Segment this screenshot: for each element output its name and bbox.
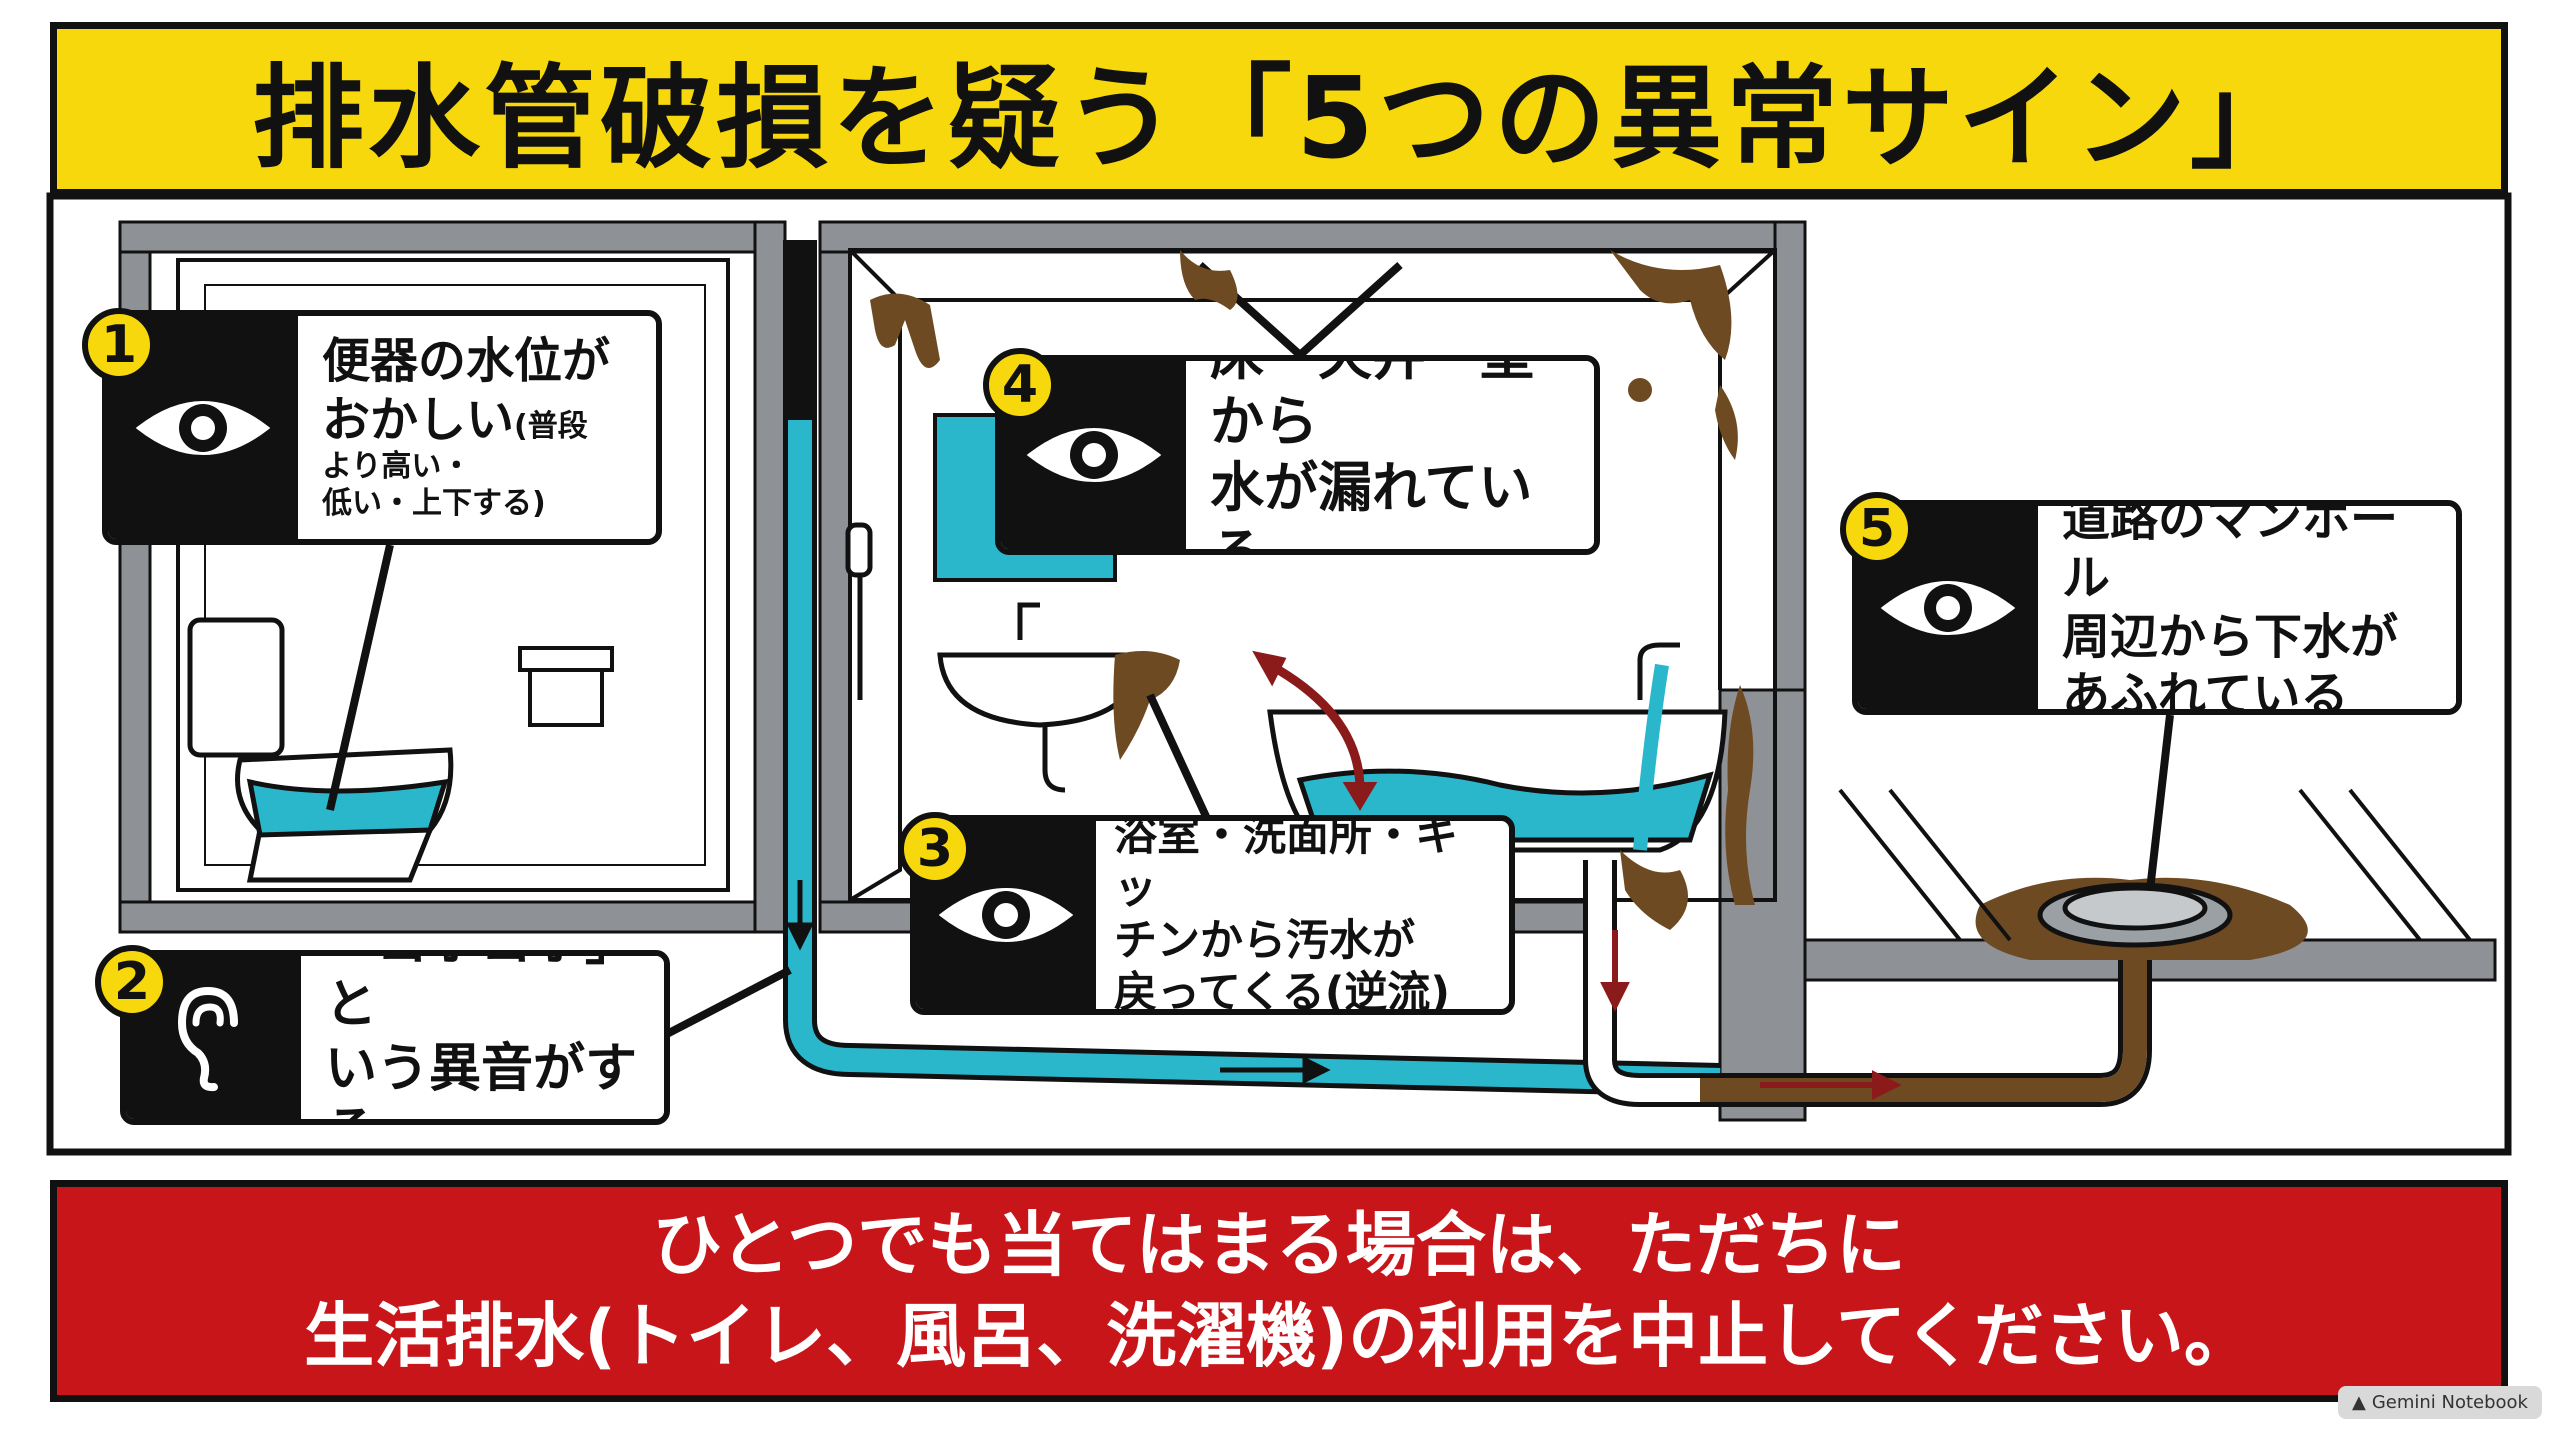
callout-leaders	[326, 544, 2174, 1039]
watermark-badge: ▲ Gemini Notebook	[2337, 1386, 2542, 1419]
page-title: 排水管破損を疑う「5つの異常サイン」	[252, 54, 2306, 184]
sign-2-line2: いう異音がする	[325, 1038, 638, 1120]
toilet-icon	[187, 617, 454, 883]
faucet-water-stream	[1633, 663, 1669, 851]
sign-5-badge: 5	[1840, 492, 1914, 566]
warning-line2: 生活排水(トイレ、風呂、洗濯機)の利用を中止してください。	[304, 1295, 2254, 1377]
sign-3-line3: 戻ってくる(逆流)	[1114, 968, 1451, 1015]
sign-2-badge: 2	[95, 945, 169, 1019]
sign-3-badge: 3	[898, 812, 972, 886]
sign-1-line2: おかしい	[322, 391, 515, 448]
drain-pipes	[783, 240, 2152, 1107]
sign-2-line1: 「ゴボゴボ」と	[325, 956, 637, 1036]
sign-5-line2: 周辺から下水が	[2062, 608, 2399, 665]
sign-5-line3: あふれている	[2062, 667, 2349, 715]
sign-5-callout: 道路のマンホール 周辺から下水が あふれている	[1852, 500, 2462, 715]
manhole-icon	[2037, 882, 2233, 948]
toilet-room	[176, 258, 730, 892]
sign-3-callout: 浴室・洗面所・キッ チンから汚水が 戻ってくる(逆流)	[910, 815, 1515, 1015]
sign-3-line1: 浴室・洗面所・キッ	[1114, 815, 1458, 914]
sign-1-badge: 1	[82, 308, 156, 382]
sign-2-callout: 「ゴボゴボ」と いう異音がする	[120, 950, 670, 1125]
sign-4-badge: 4	[983, 348, 1057, 422]
flow-arrows	[785, 880, 1331, 1085]
sign-1-line1: 便器の水位が	[322, 333, 611, 390]
sign-4-callout: 床・天井・壁から 水が漏れている	[995, 355, 1600, 555]
toilet-paper-holder-icon	[518, 646, 614, 727]
sign-3-line2: チンから汚水が	[1114, 916, 1415, 966]
sign-5-line1: 道路のマンホール	[2062, 500, 2399, 606]
warning-banner: ひとつでも当てはまる場合は、ただちに 生活排水(トイレ、風呂、洗濯機)の利用を中…	[50, 1180, 2508, 1402]
gemini-logo-icon: ▲	[2351, 1392, 2366, 1413]
title-bar: 排水管破損を疑う「5つの異常サイン」	[50, 22, 2508, 196]
sign-1-callout: 便器の水位が おかしい(普段 より高い・ 低い・上下する)	[102, 310, 662, 545]
sign-4-line1: 床・天井・壁から	[1210, 355, 1534, 454]
sign-1-note-a: (普段	[514, 408, 588, 444]
watermark-text: Gemini Notebook	[2371, 1392, 2528, 1413]
backflow-arrows	[1252, 650, 1902, 1100]
sign-1-note-c: 低い・上下する)	[322, 486, 546, 522]
road-surface	[1838, 788, 2472, 942]
warning-line1: ひとつでも当てはまる場合は、ただちに	[652, 1204, 1906, 1286]
shower-icon	[845, 522, 873, 700]
sign-4-line2: 水が漏れている	[1210, 456, 1533, 555]
sign-1-note-b: より高い・	[322, 449, 472, 485]
